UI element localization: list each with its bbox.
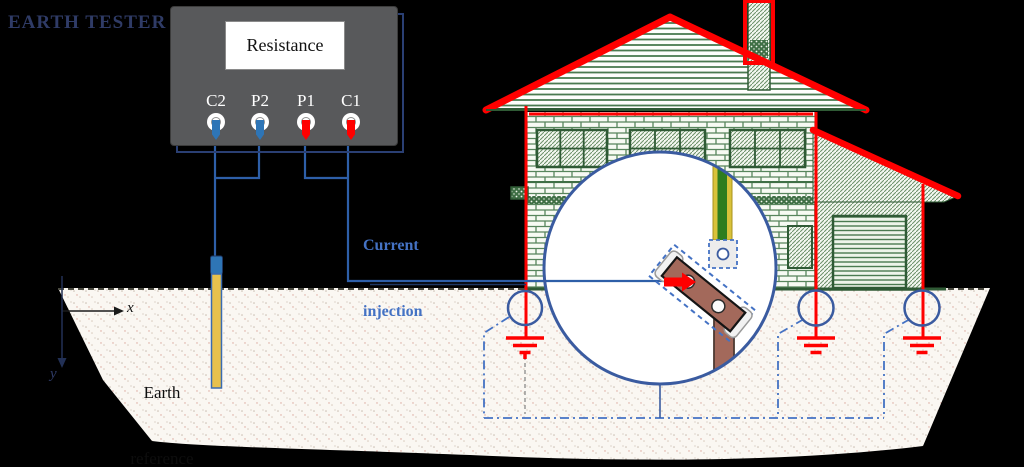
- clamp-connector: [708, 239, 738, 269]
- down-conductors: [524, 106, 925, 338]
- terminal-jack[interactable]: [251, 113, 269, 140]
- earth-tester-title: EARTH TESTER: [8, 12, 167, 33]
- rod-cap: [210, 255, 223, 275]
- resistance-display: Resistance: [225, 21, 345, 70]
- x-axis-label: x: [127, 300, 134, 316]
- electrode-circle-right: [797, 289, 835, 327]
- roof: [485, 15, 867, 110]
- earth-tester-device: Resistance C2 P2 P1 C1: [170, 6, 398, 146]
- earth-symbol-right: [797, 336, 835, 355]
- terminal-p1: P1: [283, 91, 329, 140]
- roof-red-outline: [482, 13, 962, 200]
- y-axis-label: y: [50, 366, 57, 382]
- banana-plug-red[interactable]: [302, 120, 310, 140]
- axis-y: [57, 276, 67, 368]
- terminal-label: P1: [297, 91, 315, 110]
- terminal-jack[interactable]: [342, 113, 360, 140]
- terminal-jack[interactable]: [297, 113, 315, 140]
- terminal-p2: P2: [237, 91, 283, 140]
- banana-plug-red[interactable]: [347, 120, 355, 140]
- earth-bar-symbols: [506, 336, 941, 359]
- electrode-circles: [506, 289, 941, 327]
- rod-body: [210, 273, 223, 389]
- terminal-label: C2: [206, 91, 226, 110]
- magnifier-circle-ring: [542, 150, 778, 386]
- axis-x: [62, 306, 124, 316]
- garage: [812, 130, 960, 291]
- chimney: [743, 0, 775, 91]
- coordinate-axes: [57, 276, 124, 368]
- banana-plug-blue[interactable]: [256, 120, 264, 140]
- electrode-circle-garage: [903, 289, 941, 327]
- terminal-label: C1: [341, 91, 361, 110]
- current-injection-label: Current injection: [363, 237, 423, 320]
- terminal-c2: C2: [193, 91, 239, 140]
- terminal-label: P2: [251, 91, 269, 110]
- green-yellow-earth-wire: [712, 165, 733, 241]
- terminal-c1: C1: [328, 91, 374, 140]
- magnifier-contents: [647, 165, 757, 384]
- wall-junction-box: [510, 186, 529, 200]
- garage-door: [831, 214, 908, 290]
- electrode-circle-left: [506, 289, 544, 327]
- terminal-jack[interactable]: [207, 113, 225, 140]
- wire-c1-current-injection: [346, 140, 666, 283]
- earth-reference-rod: [210, 255, 223, 389]
- earth-reference-label: Earth reference: [130, 383, 194, 467]
- earth-symbol-garage: [903, 336, 941, 355]
- injection-point-arrow: [664, 272, 696, 292]
- banana-plug-blue[interactable]: [212, 120, 220, 140]
- earth-symbol-left: [506, 336, 544, 359]
- window-lower-right: [787, 225, 813, 269]
